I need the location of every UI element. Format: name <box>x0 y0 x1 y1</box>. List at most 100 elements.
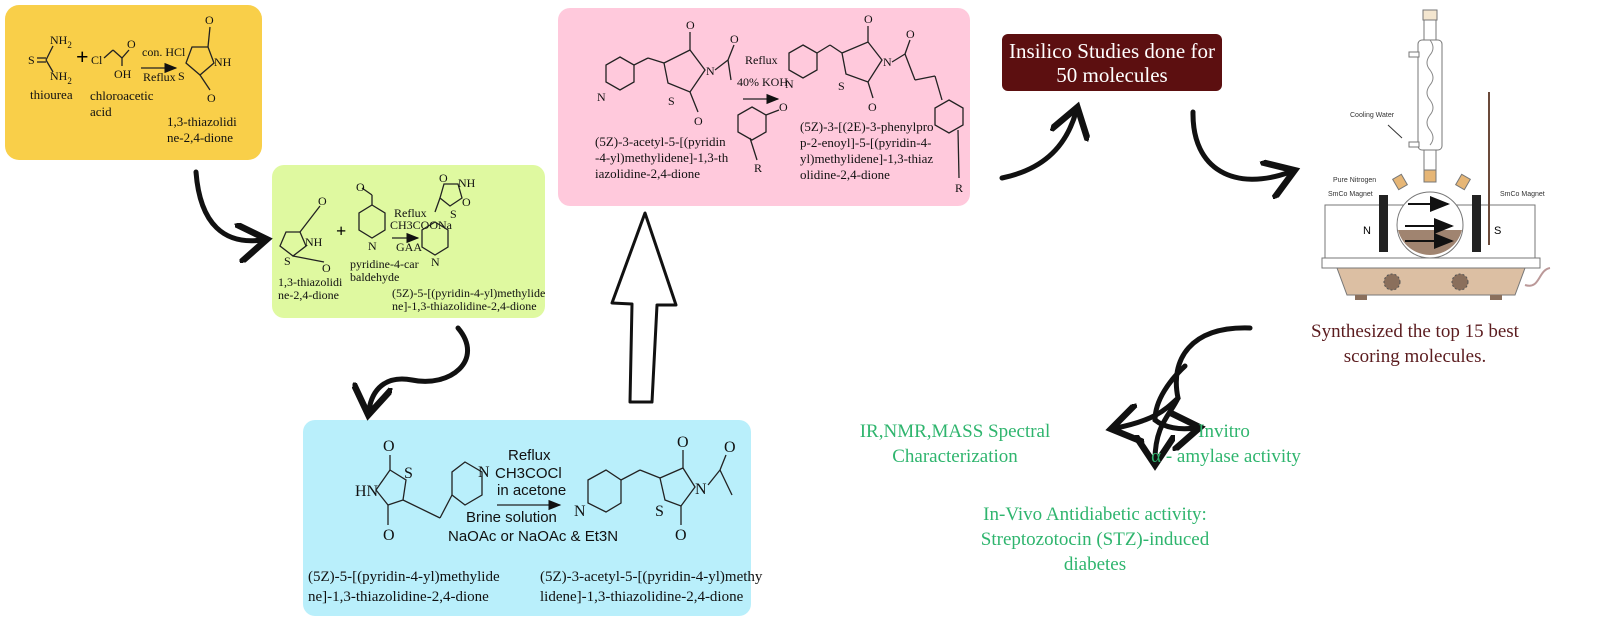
insilico-box: Insilico Studies done for 50 molecules <box>1002 34 1222 91</box>
svg-text:R: R <box>754 161 762 175</box>
product-name-cont: p-2-enoyl]-5-[(pyridin-4- <box>800 135 931 150</box>
spectral-characterization-text-cont: Characterization <box>892 446 1018 467</box>
condition: Brine solution <box>466 509 557 526</box>
label-pole-s: S <box>1494 225 1501 237</box>
svg-text:NH: NH <box>305 235 323 249</box>
label-cooling-water: Cooling Water <box>1350 112 1395 119</box>
condition: 40% KOH <box>737 75 788 89</box>
chalcone-product-structure: N S O N O O R <box>785 12 964 195</box>
thiourea-structure: S NH2 NH2 <box>28 33 72 86</box>
svg-text:S: S <box>284 254 291 268</box>
synthesized-text-cont: scoring molecules. <box>1344 346 1486 367</box>
wavy-arrow-step2-to-step3 <box>369 325 471 410</box>
reactant2-name-cont: baldehyde <box>350 270 399 284</box>
condition: con. HCl <box>142 45 186 59</box>
svg-text:O: O <box>730 32 739 46</box>
svg-text:O: O <box>439 171 448 185</box>
pyridine-aldehyde-structure: O N <box>356 180 386 253</box>
reactant-name-cont: -4-yl)methylidene]-1,3-th <box>595 150 729 165</box>
svg-text:O: O <box>127 37 136 51</box>
condition: Reflux <box>745 53 778 67</box>
step2-box: O NH S O 1,3-thiazolidi ne-2,4-dione + O… <box>272 165 545 318</box>
svg-text:O: O <box>383 438 395 455</box>
plus-sign: + <box>336 221 346 241</box>
product-name-cont: ne-2,4-dione <box>167 130 233 145</box>
condition: Reflux <box>508 447 551 464</box>
svg-text:N: N <box>695 481 707 498</box>
condition: CH3COCl <box>495 465 562 482</box>
svg-text:NH: NH <box>214 55 232 69</box>
svg-text:S: S <box>450 207 457 221</box>
svg-text:N: N <box>785 77 794 91</box>
svg-text:O: O <box>462 195 471 209</box>
svg-text:S: S <box>404 465 413 482</box>
svg-text:O: O <box>906 27 915 41</box>
label-pole-n: N <box>1363 225 1371 237</box>
condition: NaOAc or NaOAc & Et3N <box>448 528 618 545</box>
svg-text:O: O <box>675 527 687 544</box>
svg-text:N: N <box>706 64 715 78</box>
product-name: (5Z)-5-[(pyridin-4-yl)methylide <box>392 286 545 300</box>
reactant1-name: 1,3-thiazolidi <box>278 275 343 289</box>
reactant-name-cont: iazolidine-2,4-dione <box>595 166 700 181</box>
svg-text:S: S <box>838 79 845 93</box>
acetyl-tzd-structure: N S O N O O <box>597 18 739 128</box>
product-structure: NH O O S N <box>421 171 476 269</box>
spectral-characterization-text: IR,NMR,MASS Spectral <box>860 421 1051 442</box>
curved-arrow-step1-to-step2 <box>193 169 262 241</box>
reactant-name: (5Z)-5-[(pyridin-4-yl)methylide <box>308 569 500 585</box>
label-magnet-right: SmCo Magnet <box>1500 191 1545 198</box>
svg-text:N: N <box>478 464 490 481</box>
condition: Reflux <box>394 206 427 220</box>
svg-text:NH: NH <box>458 176 476 190</box>
svg-text:HN: HN <box>355 483 379 500</box>
svg-text:O: O <box>779 100 788 114</box>
reflux-apparatus-illustration: Cooling Water Pure Nitrogen SmCo Magnet … <box>1321 9 1551 300</box>
branching-arrows <box>1116 325 1253 460</box>
thiazolidinedione-structure: O NH S O <box>279 194 331 275</box>
atom-label: S <box>28 53 35 67</box>
svg-text:O: O <box>724 439 736 456</box>
product-name: 1,3-thiazolidi <box>167 114 237 129</box>
condition: GAA <box>396 240 422 254</box>
invitro-text-cont: α - amylase activity <box>1151 446 1301 467</box>
acetyl-tzd-structure: N S O N O O <box>574 434 736 544</box>
invitro-text: Invitro <box>1198 421 1250 442</box>
condition: CH3COONa <box>390 218 453 232</box>
condition: in acetone <box>497 482 566 499</box>
svg-text:O: O <box>205 13 214 27</box>
svg-text:NH2: NH2 <box>50 33 72 50</box>
curved-arrow-to-synthesis <box>1190 109 1290 179</box>
condition: Reflux <box>143 70 176 84</box>
svg-text:N: N <box>431 255 440 269</box>
reactant2-name: chloroacetic <box>90 88 154 103</box>
plus-sign: + <box>76 44 89 69</box>
svg-text:O: O <box>356 180 365 194</box>
reactant1-name: thiourea <box>30 87 73 102</box>
svg-text:S: S <box>668 94 675 108</box>
product-name: (5Z)-3-[(2E)-3-phenylpro <box>800 119 934 134</box>
svg-text:O: O <box>207 91 216 105</box>
svg-text:N: N <box>368 239 377 253</box>
insilico-text: Insilico Studies done for <box>1009 39 1215 63</box>
svg-text:O: O <box>677 434 689 451</box>
svg-text:N: N <box>574 503 586 520</box>
svg-text:O: O <box>686 18 695 32</box>
label-pure-nitrogen: Pure Nitrogen <box>1333 177 1376 184</box>
svg-text:N: N <box>883 55 892 69</box>
hollow-up-arrow-step3-to-step4 <box>610 211 678 404</box>
label-magnet-left: SmCo Magnet <box>1328 191 1373 198</box>
step3-box: O S HN O N Reflux CH3COCl in acetone Bri… <box>303 420 763 616</box>
invivo-text: In-Vivo Antidiabetic activity: <box>983 504 1207 525</box>
svg-text:S: S <box>178 69 185 83</box>
svg-text:R: R <box>955 181 963 195</box>
tzd-pyridine-structure: O S HN O N <box>355 438 490 544</box>
svg-text:NH2: NH2 <box>50 69 72 86</box>
invivo-text-cont: diabetes <box>1064 554 1126 575</box>
reactant-name: (5Z)-3-acetyl-5-[(pyridin <box>595 134 726 149</box>
svg-text:O: O <box>383 527 395 544</box>
product-name-cont: lidene]-1,3-thiazolidine-2,4-dione <box>540 589 744 605</box>
reactant-name-cont: ne]-1,3-thiazolidine-2,4-dione <box>308 589 489 605</box>
reactant2-name: pyridine-4-car <box>350 257 419 271</box>
